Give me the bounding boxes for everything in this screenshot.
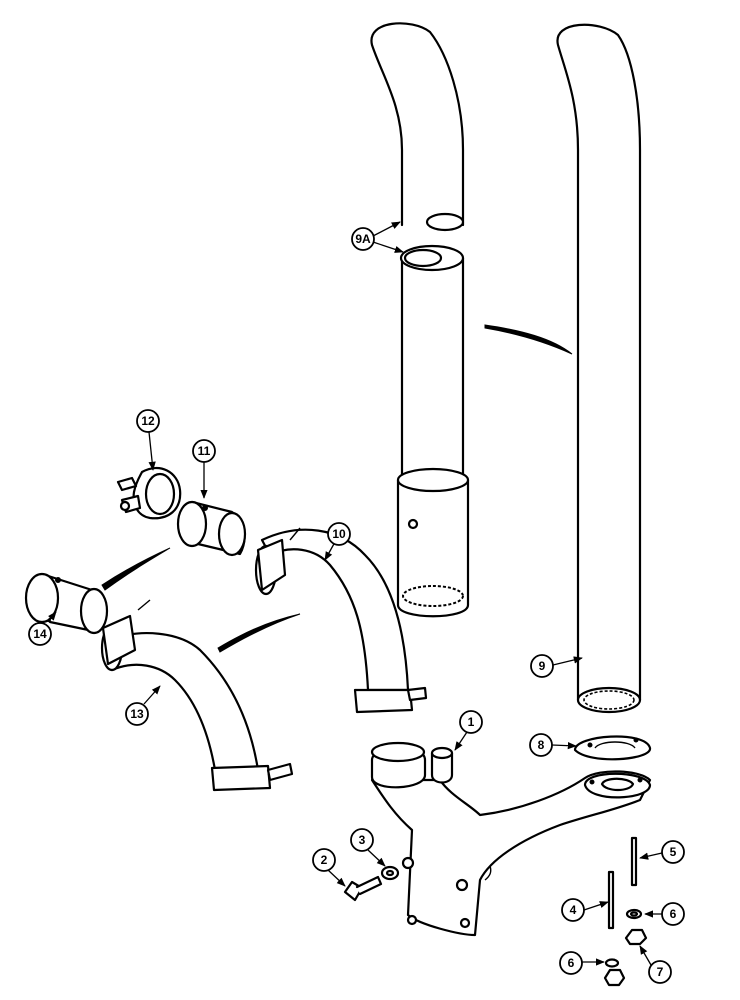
- nut-7-lower: [603, 968, 626, 987]
- bolt-2: [343, 875, 383, 902]
- sleeve-14: [24, 572, 109, 635]
- callout-11: 11: [192, 439, 216, 463]
- callout-14: 14: [28, 622, 52, 646]
- band-clamp-12: [116, 466, 182, 520]
- callout-6-upper: 6: [661, 902, 685, 926]
- callout-12-label: 12: [141, 414, 155, 428]
- callout-6-upper-label: 6: [670, 907, 677, 921]
- callout-2-label: 2: [321, 853, 328, 867]
- callout-14-label: 14: [33, 627, 47, 641]
- break-mark-center: [217, 613, 301, 653]
- callout-8: 8: [529, 733, 553, 757]
- callout-2: 2: [312, 848, 336, 872]
- bent-pipe-13: [100, 599, 294, 792]
- callout-3-label: 3: [359, 833, 366, 847]
- callout-5-label: 5: [670, 845, 677, 859]
- washer-3: [380, 865, 400, 881]
- callout-13-label: 13: [130, 707, 144, 721]
- callout-6-lower: 6: [559, 951, 583, 975]
- nut-7-upper: [624, 928, 648, 946]
- callout-7: 7: [648, 960, 672, 984]
- callout-3: 3: [350, 828, 374, 852]
- callout-10: 10: [327, 522, 351, 546]
- callout-9-label: 9: [539, 659, 546, 673]
- callout-4-label: 4: [570, 903, 577, 917]
- lower-pipe-section: [396, 244, 470, 618]
- callout-8-label: 8: [538, 738, 545, 752]
- washer-6-lower: [604, 958, 620, 968]
- leader-lines: [47, 221, 663, 966]
- stud-5: [630, 836, 638, 887]
- callout-7-label: 7: [657, 965, 664, 979]
- washer-6-upper: [625, 908, 643, 920]
- flange-gasket-8: [573, 735, 652, 761]
- callout-9a: 9A: [351, 227, 375, 251]
- callout-11-label: 11: [198, 444, 211, 458]
- callout-1: 1: [459, 710, 483, 734]
- callout-1-label: 1: [468, 715, 475, 729]
- callout-10-label: 10: [332, 527, 346, 541]
- stack-pipe-9: [556, 23, 642, 714]
- stud-4: [607, 870, 615, 930]
- callout-9a-label: 9A: [355, 232, 371, 246]
- sleeve-11: [176, 500, 247, 557]
- exhaust-elbow-manifold: [370, 741, 652, 937]
- callout-4: 4: [561, 898, 585, 922]
- callout-6-lower-label: 6: [568, 956, 575, 970]
- upper-pipe-section: [370, 22, 465, 232]
- callout-9: 9: [530, 654, 554, 678]
- callout-12: 12: [136, 409, 160, 433]
- callout-13: 13: [125, 702, 149, 726]
- break-mark-right: [484, 324, 573, 355]
- callout-5: 5: [661, 840, 685, 864]
- break-mark-left: [101, 547, 171, 591]
